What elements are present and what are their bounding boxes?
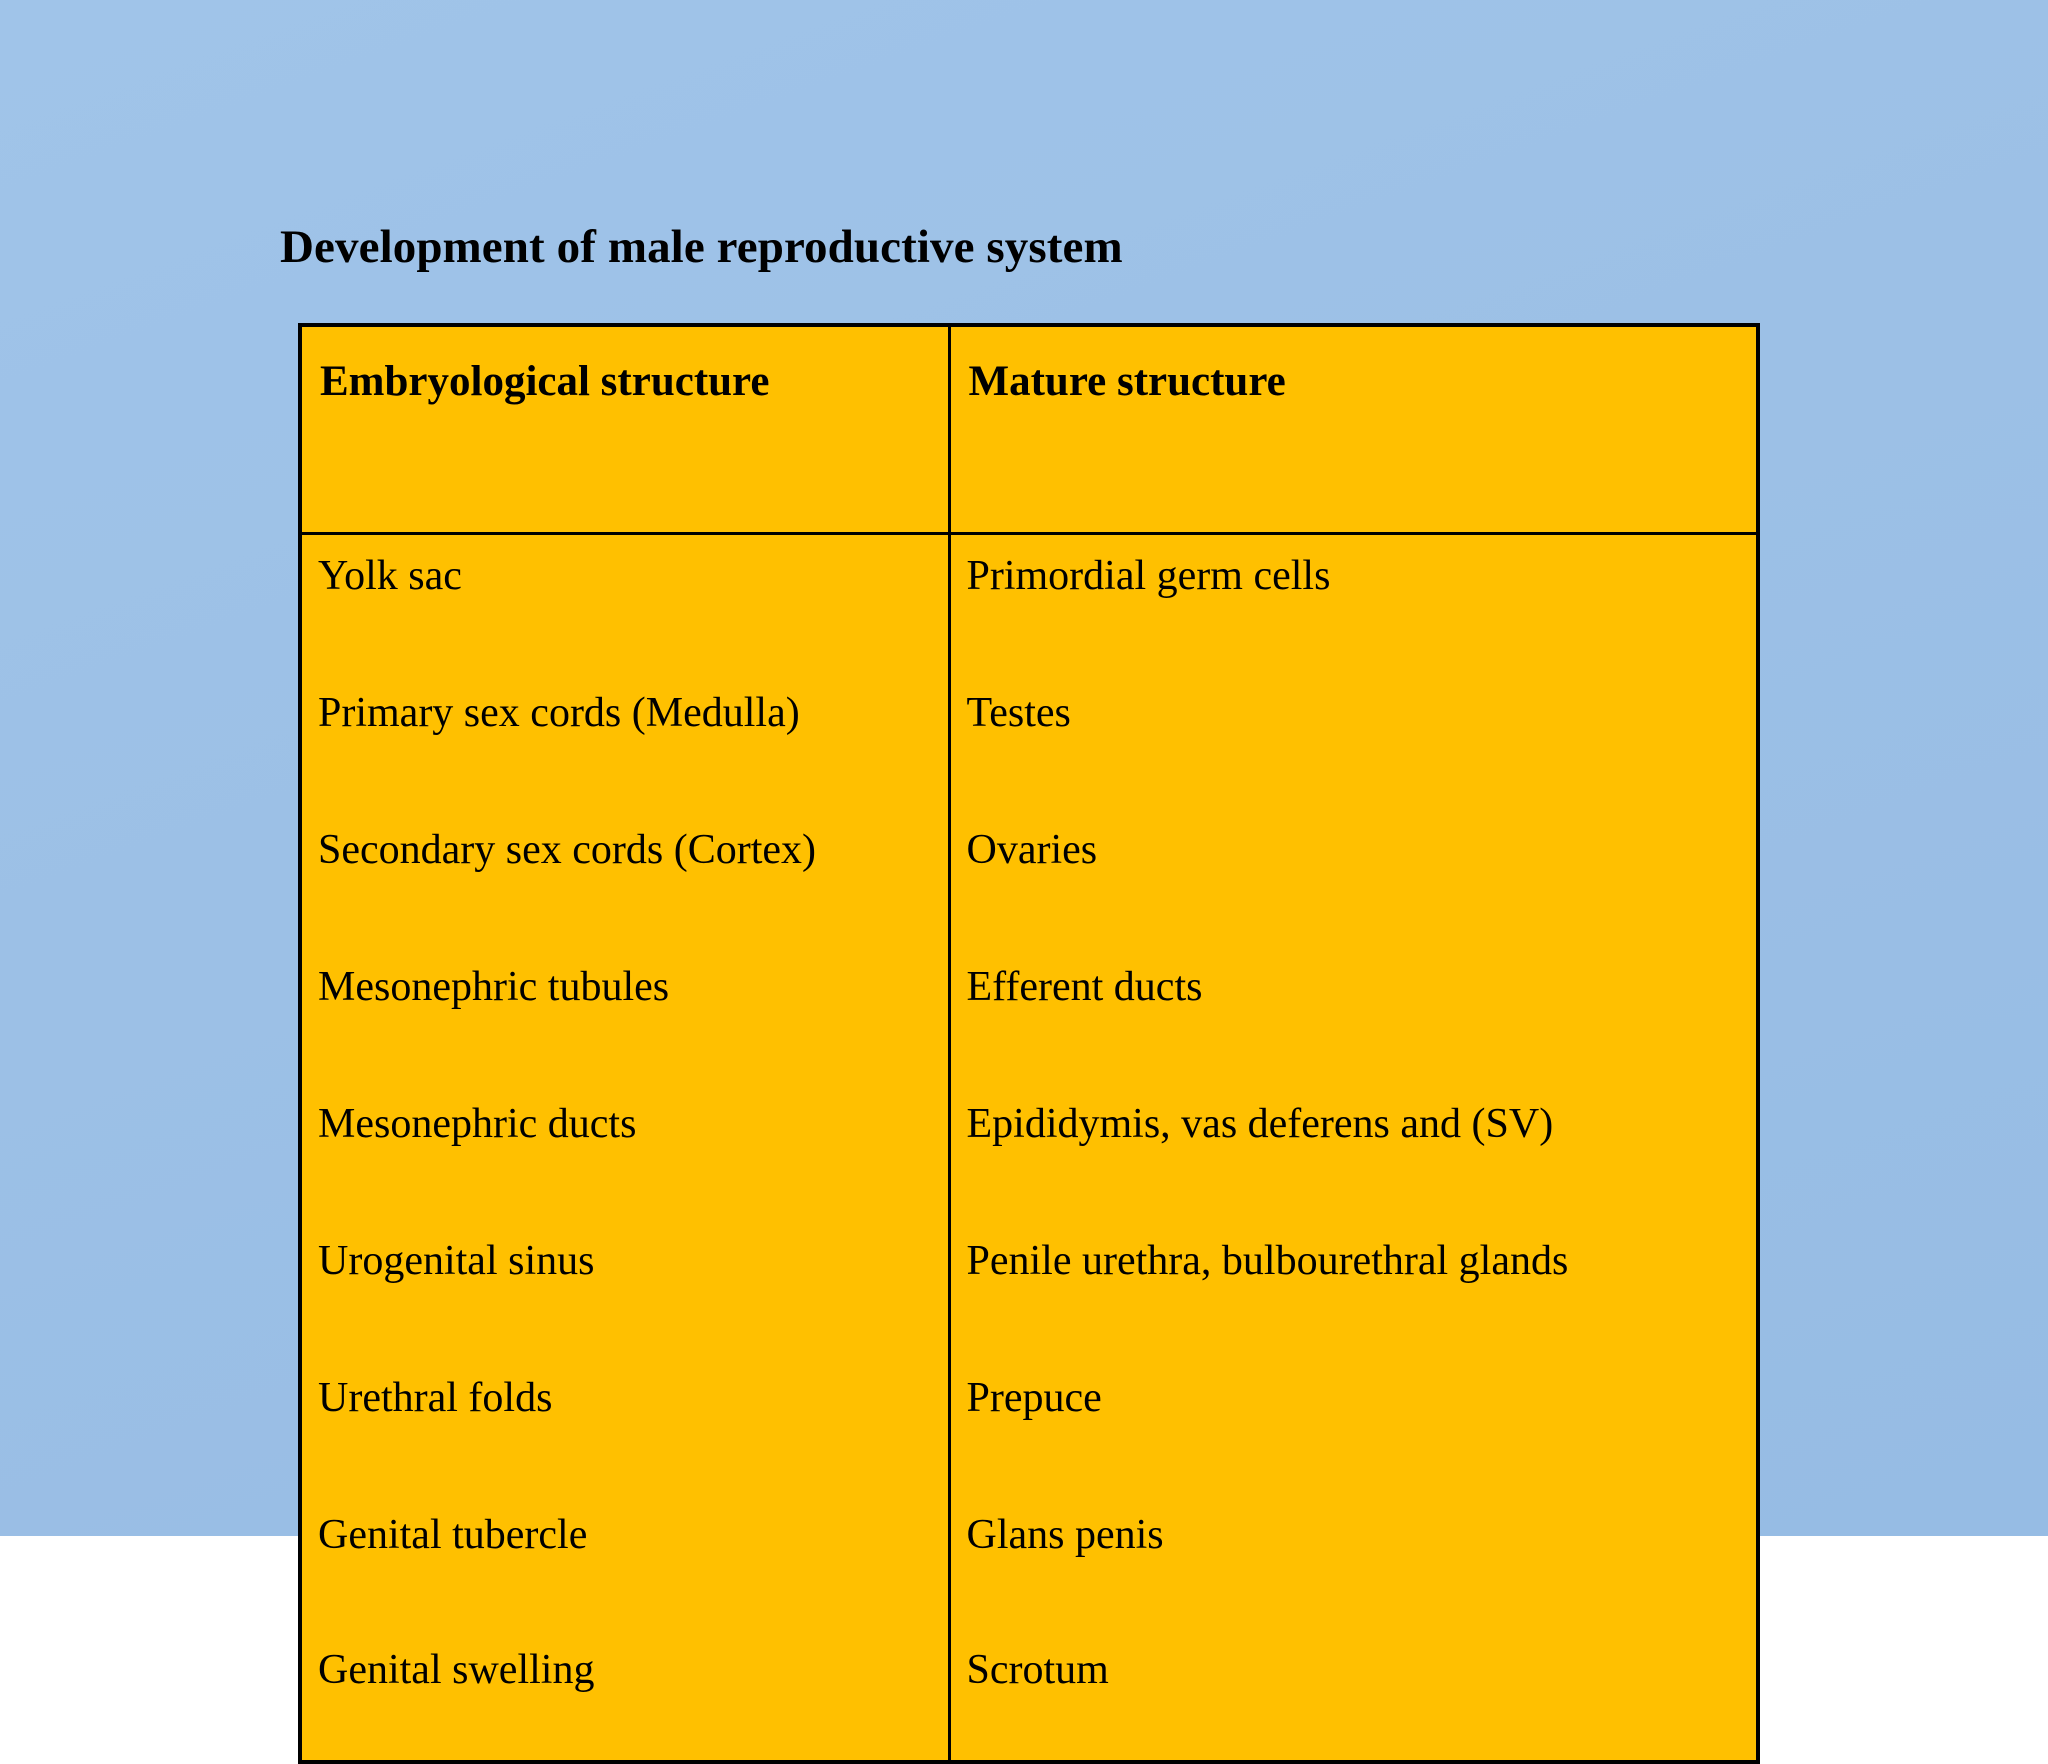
- cell-mature-structure: Efferent ducts: [949, 940, 1758, 1077]
- cell-embryological-structure: Urogenital sinus: [300, 1214, 951, 1351]
- table-body: Yolk sac Primordial germ cells Primary s…: [300, 533, 1758, 1762]
- table-row: Urogenital sinus Penile urethra, bulbour…: [300, 1214, 1758, 1351]
- table-row: Mesonephric tubules Efferent ducts: [300, 940, 1758, 1077]
- cell-embryological-structure: Urethral folds: [300, 1351, 951, 1488]
- cell-embryological-structure: Mesonephric tubules: [300, 940, 951, 1077]
- column-header-mature-structure: Mature structure: [949, 325, 1758, 535]
- cell-mature-structure: Penile urethra, bulbourethral glands: [949, 1214, 1758, 1351]
- cell-mature-structure: Epididymis, vas deferens and (SV): [949, 1077, 1758, 1214]
- cell-mature-structure: Prepuce: [949, 1351, 1758, 1488]
- table-row: Primary sex cords (Medulla) Testes: [300, 666, 1758, 803]
- cell-embryological-structure: Primary sex cords (Medulla): [300, 666, 951, 803]
- cell-mature-structure: Ovaries: [949, 803, 1758, 940]
- cell-mature-structure: Testes: [949, 666, 1758, 803]
- column-header-embryological-structure: Embryological structure: [300, 325, 951, 535]
- cell-embryological-structure: Genital tubercle: [300, 1488, 951, 1625]
- cell-embryological-structure: Mesonephric ducts: [300, 1077, 951, 1214]
- table-row: Genital swelling Scrotum: [300, 1625, 1758, 1762]
- table-header-row: Embryological structure Mature structure: [300, 325, 1758, 535]
- development-table: Embryological structure Mature structure…: [298, 323, 1760, 1764]
- table-row: Secondary sex cords (Cortex) Ovaries: [300, 803, 1758, 940]
- cell-mature-structure: Scrotum: [949, 1625, 1758, 1762]
- cell-embryological-structure: Yolk sac: [300, 533, 951, 666]
- table-row: Urethral folds Prepuce: [300, 1351, 1758, 1488]
- table-row: Genital tubercle Glans penis: [300, 1488, 1758, 1625]
- page-title: Development of male reproductive system: [280, 221, 1123, 273]
- table-header: Embryological structure Mature structure: [300, 325, 1758, 535]
- cell-mature-structure: Primordial germ cells: [949, 533, 1758, 666]
- table-row: Mesonephric ducts Epididymis, vas defere…: [300, 1077, 1758, 1214]
- cell-embryological-structure: Genital swelling: [300, 1625, 951, 1762]
- cell-mature-structure: Glans penis: [949, 1488, 1758, 1625]
- table-row: Yolk sac Primordial germ cells: [300, 533, 1758, 666]
- cell-embryological-structure: Secondary sex cords (Cortex): [300, 803, 951, 940]
